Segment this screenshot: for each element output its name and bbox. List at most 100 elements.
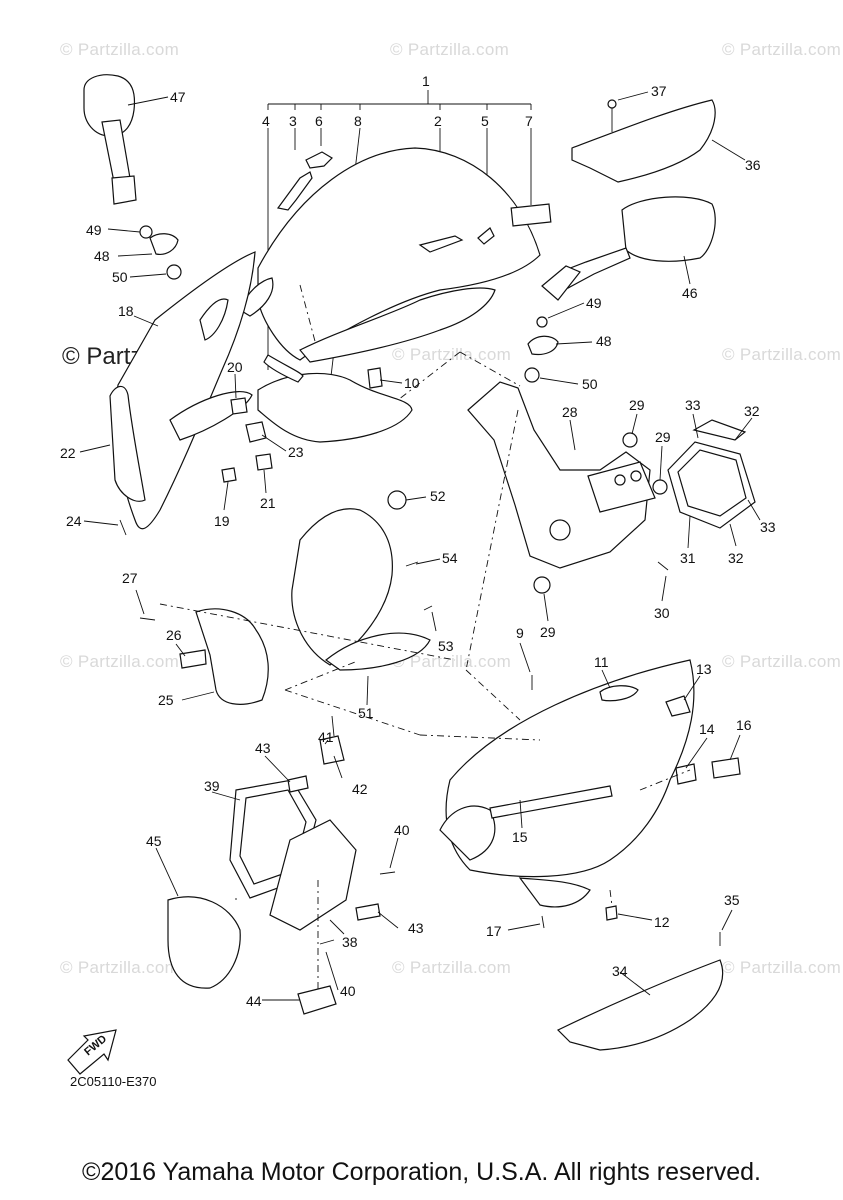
clip-13 <box>665 695 691 717</box>
callout: 33 <box>760 519 776 535</box>
watermark: © Partzilla.com <box>60 40 180 59</box>
callout: 18 <box>118 303 134 319</box>
copyright: ©2016 Yamaha Motor Corporation, U.S.A. A… <box>82 1158 761 1186</box>
callout: 49 <box>586 295 602 311</box>
cowling-18 <box>109 251 256 530</box>
callout: 6 <box>315 113 323 129</box>
callout: 44 <box>246 993 262 1009</box>
callout: 13 <box>696 661 712 677</box>
collar-10 <box>367 367 383 389</box>
watermark: © Partzilla.com <box>60 958 180 977</box>
callout: 50 <box>112 269 128 285</box>
callout: 15 <box>512 829 528 845</box>
clip-20 <box>230 397 248 415</box>
assembly-lines <box>159 351 691 990</box>
plate-14 <box>675 763 697 785</box>
callout: 7 <box>525 113 533 129</box>
callout: 43 <box>255 740 271 756</box>
callout: 29 <box>540 624 556 640</box>
callout: 33 <box>685 397 701 413</box>
watermark: © Partzilla.com <box>392 345 512 364</box>
bracket-38 <box>269 819 357 931</box>
callout: 32 <box>744 403 760 419</box>
callout: 23 <box>288 444 304 460</box>
callout: 5 <box>481 113 489 129</box>
grommet-29a <box>622 432 638 448</box>
callout: 42 <box>352 781 368 797</box>
grommet-16 <box>711 757 741 779</box>
callout: 27 <box>122 570 138 586</box>
callout: 46 <box>682 285 698 301</box>
callout: 34 <box>612 963 628 979</box>
cover-36 <box>571 99 716 183</box>
callout: 8 <box>354 113 362 129</box>
callout: 36 <box>745 157 761 173</box>
callout: 28 <box>562 404 578 420</box>
callout: 14 <box>699 721 715 737</box>
callout: 2 <box>434 113 442 129</box>
damper-43b <box>355 903 381 921</box>
callout: 26 <box>166 627 182 643</box>
callout: 9 <box>516 625 524 641</box>
cover-25 <box>195 608 269 705</box>
callout: 45 <box>146 833 162 849</box>
callout: 53 <box>438 638 454 654</box>
callout: 49 <box>86 222 102 238</box>
plate-21 <box>255 453 273 471</box>
inner-panel <box>291 490 431 671</box>
callout: 40 <box>394 822 410 838</box>
callout: 50 <box>582 376 598 392</box>
callout: 24 <box>66 513 82 529</box>
watermark: © Partzilla.com <box>60 652 180 671</box>
callout: 43 <box>408 920 424 936</box>
grommet-29c <box>533 576 551 594</box>
callout: 47 <box>170 89 186 105</box>
watermark: © Partzilla.com <box>722 40 842 59</box>
callout: 25 <box>158 692 174 708</box>
callout: 48 <box>596 333 612 349</box>
callout: 16 <box>736 717 752 733</box>
callout: 31 <box>680 550 696 566</box>
windscreen <box>239 147 552 443</box>
callout: 3 <box>289 113 297 129</box>
clamp-44 <box>297 985 337 1015</box>
callout: 1 <box>422 73 430 89</box>
nut-12 <box>605 905 618 921</box>
callout: 29 <box>655 429 671 445</box>
screws <box>119 519 721 946</box>
callout: 30 <box>654 605 670 621</box>
damper-43 <box>287 775 309 793</box>
callout: 10 <box>404 375 420 391</box>
callout: 51 <box>358 705 374 721</box>
callout: 11 <box>594 654 609 670</box>
callout: 48 <box>94 248 110 264</box>
callout: 38 <box>342 934 358 950</box>
callout: 40 <box>340 983 356 999</box>
watermark: © Partzilla.com <box>392 958 512 977</box>
nut-19 <box>221 467 237 483</box>
mirror-47 <box>83 74 182 280</box>
callout: 29 <box>629 397 645 413</box>
callout-labels: 1 2 3 4 5 6 7 8 9 10 11 12 13 15 14 16 1… <box>60 73 776 1009</box>
side-cowling-11 <box>439 659 695 908</box>
callout: 17 <box>486 923 502 939</box>
fwd-arrow-icon: FWD <box>67 1029 117 1075</box>
callout: 37 <box>651 83 667 99</box>
under-cover-34 <box>556 959 724 1051</box>
watermark: © Partzilla.com <box>722 345 842 364</box>
callout: 21 <box>260 495 276 511</box>
callout: 54 <box>442 550 458 566</box>
callout: 20 <box>227 359 243 375</box>
watermark: © Partzilla.com <box>722 958 842 977</box>
callout: 12 <box>654 914 670 930</box>
callout: 22 <box>60 445 76 461</box>
stay-28 <box>467 381 656 569</box>
duct-assembly <box>667 419 756 529</box>
watermark: © Partzilla.com <box>392 652 512 671</box>
callout: 35 <box>724 892 740 908</box>
mirror-46 <box>524 196 716 383</box>
leader-lines <box>79 91 761 1001</box>
seal-45 <box>167 896 241 989</box>
